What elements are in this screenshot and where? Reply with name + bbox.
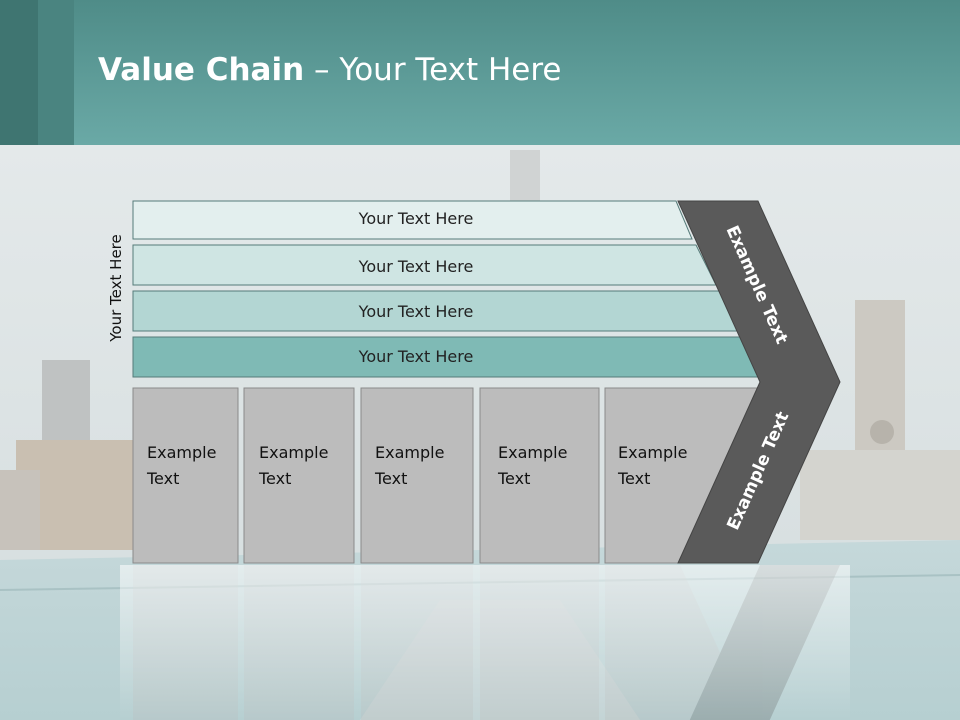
row-shape (132, 200, 693, 240)
box-line1: Example (375, 443, 444, 462)
row-label: Your Text Here (358, 209, 474, 228)
row-label: Your Text Here (358, 347, 474, 366)
box-line2: Text (258, 469, 291, 488)
row-label: Your Text Here (358, 257, 474, 276)
box-line1: Example (259, 443, 328, 462)
box-line2: Text (146, 469, 179, 488)
box-line1: Example (618, 443, 687, 462)
box-line2: Text (617, 469, 650, 488)
box-shape (132, 387, 239, 564)
header-accent-band (0, 0, 38, 145)
row[interactable]: Your Text Here (132, 200, 693, 240)
box-shape (360, 387, 474, 564)
box-line2: Text (374, 469, 407, 488)
box-line1: Example (498, 443, 567, 462)
row[interactable]: Your Text Here (132, 244, 717, 286)
chevron-shape (677, 200, 841, 564)
row[interactable]: Your Text Here (132, 336, 763, 378)
slide-title[interactable]: Value Chain – Your Text Here (98, 52, 561, 88)
activity-box[interactable]: Example Text (479, 387, 600, 564)
box-line2: Text (497, 469, 530, 488)
row[interactable]: Your Text Here (132, 290, 740, 332)
box-shape (243, 387, 355, 564)
activity-box[interactable]: Example Text (360, 387, 474, 564)
activity-box[interactable]: Example Text (243, 387, 355, 564)
activity-box[interactable]: Example Text (604, 387, 761, 564)
box-text: Example Text (258, 443, 334, 488)
box-shape (479, 387, 600, 564)
box-text: Example Text (146, 443, 222, 488)
header-bar: Value Chain – Your Text Here (0, 0, 960, 145)
header-accent-band (38, 0, 74, 145)
title-bold: Value Chain (98, 52, 305, 88)
activity-box[interactable]: Example Text (132, 387, 239, 564)
box-text: Example Text (374, 443, 450, 488)
box-text: Example Text (617, 443, 693, 488)
title-rest: – Your Text Here (304, 52, 562, 88)
row-label: Your Text Here (358, 302, 474, 321)
reflection-fade (120, 565, 850, 720)
chevron-arrow[interactable]: Example Text Example Text (677, 200, 841, 564)
box-text: Example Text (497, 443, 573, 488)
box-line1: Example (147, 443, 216, 462)
